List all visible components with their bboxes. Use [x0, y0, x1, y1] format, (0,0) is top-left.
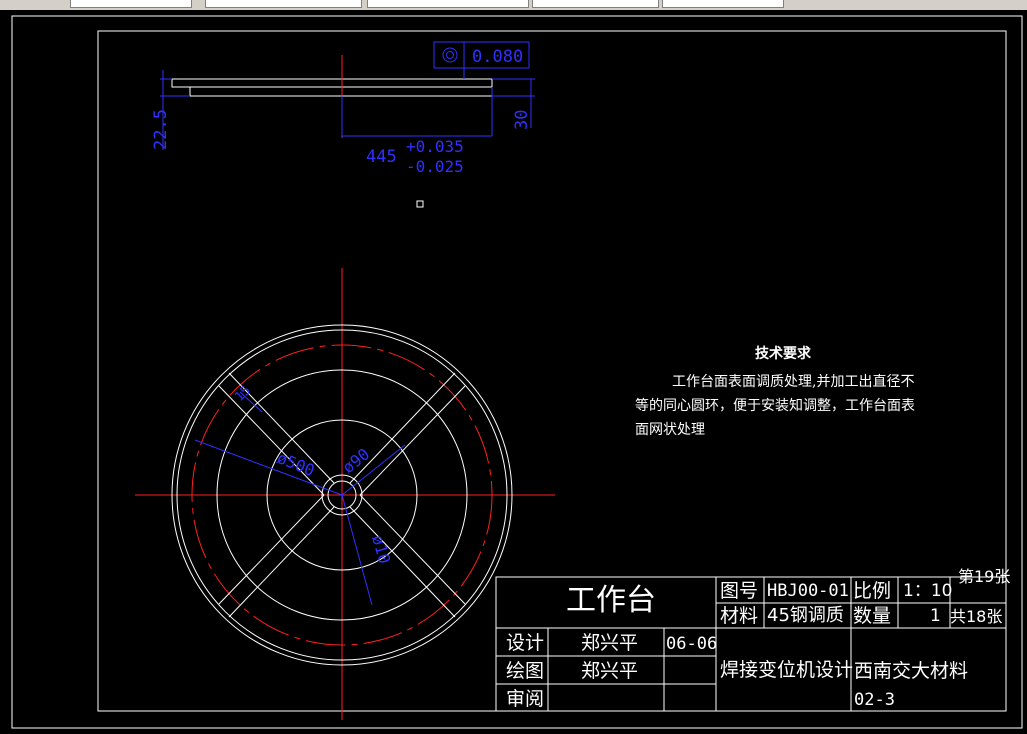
dim-d90: ø90	[339, 444, 373, 477]
toolbar-field[interactable]	[662, 0, 784, 8]
review-label: 审阅	[506, 688, 544, 710]
drawing-no: HBJ00-01	[767, 581, 849, 601]
tech-requirements-title: 技术要求	[755, 346, 811, 362]
total-sheets: 共18张	[950, 607, 1002, 626]
dim-d500: ø500	[275, 448, 318, 480]
scale: 1：10	[903, 581, 952, 601]
top-view: ø500 ø90 ø10 15	[135, 268, 555, 720]
date: 06-06	[666, 634, 717, 654]
scale-label: 比例	[853, 580, 891, 602]
material-label: 材料	[720, 605, 758, 627]
tolerance-lower: -0.025	[406, 157, 464, 176]
toolbar-field[interactable]	[70, 0, 192, 8]
dim-diameter: 445	[366, 147, 397, 167]
sheet-no: 第19张	[958, 567, 1010, 586]
tolerance-upper: +0.035	[406, 137, 464, 156]
qty: 1	[930, 606, 941, 626]
toolbar-field[interactable]	[532, 0, 659, 8]
tech-note-line-3: 面网状处理	[635, 422, 705, 438]
dim-d10: ø10	[368, 533, 394, 566]
tech-note-line-1: 工作台面表面调质处理,并加工出直径不	[672, 374, 915, 390]
drawing-no-label: 图号	[720, 580, 758, 602]
drawer: 郑兴平	[581, 660, 638, 682]
cursor-box	[416, 200, 424, 208]
outer-frame	[11, 15, 1023, 729]
flatness-tolerance: 0.080	[472, 47, 523, 67]
dim-height-right: 30	[512, 110, 532, 130]
part-name: 工作台	[566, 583, 656, 618]
qty-label: 数量	[853, 605, 891, 627]
toolbar-field[interactable]	[205, 0, 362, 8]
designer: 郑兴平	[581, 632, 638, 654]
title-block-lines	[495, 576, 1007, 712]
material: 45钢调质	[767, 605, 844, 626]
draw-label: 绘图	[506, 660, 544, 682]
cad-drawing-area[interactable]: 0.080 22.5 30 445 +0.035 -0.025	[0, 10, 1027, 734]
design-label: 设计	[506, 632, 544, 654]
cad-drawing: 0.080 22.5 30 445 +0.035 -0.025	[11, 15, 1023, 729]
tech-note-line-2: 等的同心圆环，便于安装知调整，工作台面表	[635, 398, 915, 414]
school: 西南交大材料	[854, 660, 968, 682]
class: 02-3	[854, 690, 895, 710]
toolbar-field[interactable]	[367, 0, 529, 8]
side-view: 0.080 22.5 30 445 +0.035 -0.025	[151, 41, 535, 208]
project: 焊接变位机设计	[720, 659, 853, 681]
dim-height-left: 22.5	[151, 109, 171, 150]
